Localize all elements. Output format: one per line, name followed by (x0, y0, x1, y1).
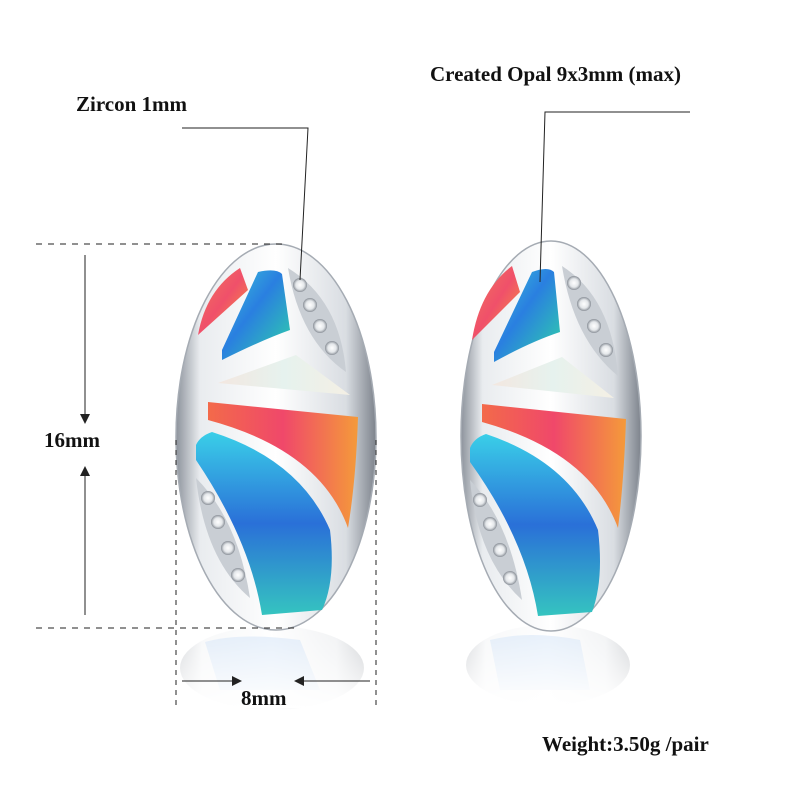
opal-callout-line (539, 111, 690, 283)
left-opal-large-blue (196, 432, 332, 615)
arrowhead-left (294, 676, 304, 686)
right-zircon-setting-bottom (470, 480, 522, 600)
left-earring-reflection (170, 626, 380, 710)
right-zircon-gem (599, 343, 613, 357)
right-zircon-gem (587, 319, 601, 333)
left-opal-top-blue (222, 270, 290, 360)
left-opal-white-triangle (218, 355, 350, 395)
left-zircon-gem (313, 319, 327, 333)
left-zircon-gem (293, 278, 307, 292)
right-opal-orange (482, 404, 626, 528)
right-earring (450, 240, 650, 705)
opal-size-label: Created Opal 9x3mm (max) (430, 62, 681, 86)
left-earring (170, 243, 380, 710)
right-zircon-gem (493, 543, 507, 557)
left-zircon-gem (221, 541, 235, 555)
right-zircon-gem (503, 571, 517, 585)
zircon-callout-line (182, 127, 309, 281)
right-zircon-gem (483, 517, 497, 531)
dimension-arrowheads (80, 414, 304, 686)
weight-label: Weight:3.50g /pair (542, 732, 709, 756)
left-zircon-gem (231, 568, 245, 582)
right-zircon-gem (567, 276, 581, 290)
left-zircon-gem (201, 491, 215, 505)
arrowhead-up (80, 466, 90, 476)
height-dimension-label: 16mm (44, 428, 100, 452)
left-zircon-gem (303, 298, 317, 312)
left-opal-top-pink (198, 268, 248, 335)
arrowhead-down (80, 414, 90, 424)
dimension-guides (36, 111, 690, 705)
left-zircon-gem (325, 341, 339, 355)
left-opal-orange (208, 402, 358, 528)
right-opal-top-blue (494, 269, 560, 362)
right-earring-reflection (450, 625, 650, 705)
zircon-size-label: Zircon 1mm (76, 92, 188, 116)
right-opal-large-blue (470, 434, 600, 616)
arrowhead-right (232, 676, 242, 686)
left-zircon-setting-bottom (196, 478, 250, 598)
width-dimension-label: 8mm (241, 686, 287, 710)
right-zircon-gem (473, 493, 487, 507)
right-zircon-gem (577, 297, 591, 311)
right-opal-top-pink (472, 266, 520, 340)
right-opal-white-triangle (492, 357, 614, 398)
left-zircon-gem (211, 515, 225, 529)
